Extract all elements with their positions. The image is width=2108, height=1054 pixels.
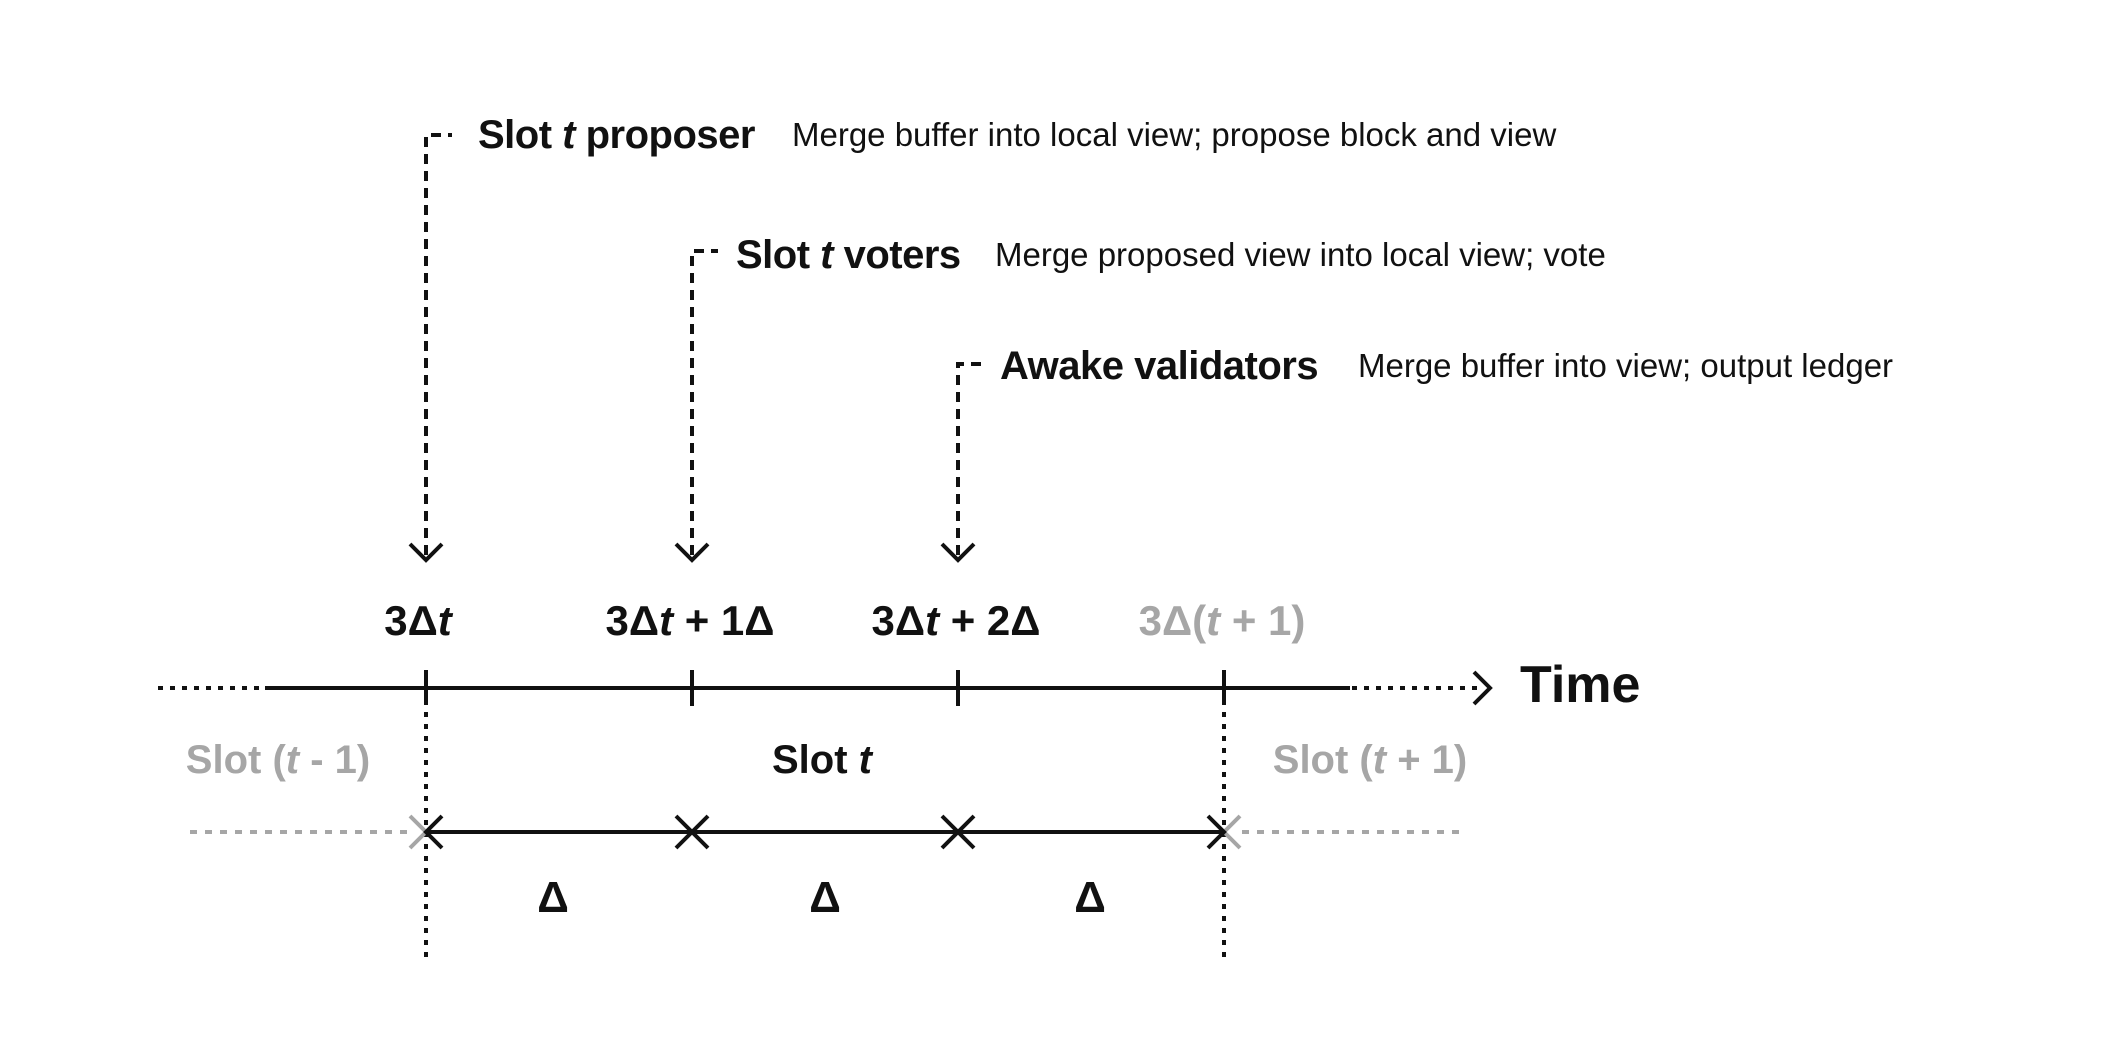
interval-1-label: Δ <box>537 873 569 922</box>
event-proposer: Slot t proposer Merge buffer into local … <box>408 113 1556 563</box>
axis-title: Time <box>1520 656 1640 714</box>
tick-label-4: 3Δ(t + 1) <box>1139 597 1306 644</box>
interval-3-label: Δ <box>1074 873 1106 922</box>
proposer-leader-line <box>424 133 452 555</box>
proposer-description: Merge buffer into local view; propose bl… <box>792 116 1556 153</box>
voters-role-label: Slot t voters <box>736 233 961 277</box>
axis-arrowhead <box>1472 670 1493 706</box>
event-awake-validators: Awake validators Merge buffer into view;… <box>940 344 1893 563</box>
validators-leader-line <box>956 362 984 555</box>
voters-leader-line <box>690 249 718 555</box>
validators-description: Merge buffer into view; output ledger <box>1358 347 1893 384</box>
proposer-role-label: Slot t proposer <box>478 113 755 157</box>
interval-2-left-arrowhead <box>689 814 710 850</box>
slot-previous-label: Slot (t - 1) <box>186 738 370 782</box>
interval-2-label: Δ <box>809 873 841 922</box>
interval-1-left-arrowhead <box>423 814 444 850</box>
slot-next-label: Slot (t + 1) <box>1273 738 1467 782</box>
interval-row: Δ Δ Δ <box>190 814 1462 922</box>
tick-label-3: 3Δt + 2Δ <box>872 597 1041 644</box>
voters-description: Merge proposed view into local view; vot… <box>995 236 1606 273</box>
interval-3-left-arrowhead <box>955 814 976 850</box>
time-axis: Time <box>158 656 1640 714</box>
validators-arrowhead <box>940 542 976 563</box>
proposer-arrowhead <box>408 542 444 563</box>
voters-arrowhead <box>674 542 710 563</box>
interval-3-right-arrowhead <box>1206 814 1227 850</box>
slot-current-label: Slot t <box>772 738 874 782</box>
event-voters: Slot t voters Merge proposed view into l… <box>674 233 1606 563</box>
tick-label-1: 3Δt <box>384 597 454 644</box>
tick-labels: 3Δt 3Δt + 1Δ 3Δt + 2Δ 3Δ(t + 1) <box>384 597 1305 644</box>
tick-label-2: 3Δt + 1Δ <box>606 597 775 644</box>
validators-role-label: Awake validators <box>1000 344 1318 388</box>
